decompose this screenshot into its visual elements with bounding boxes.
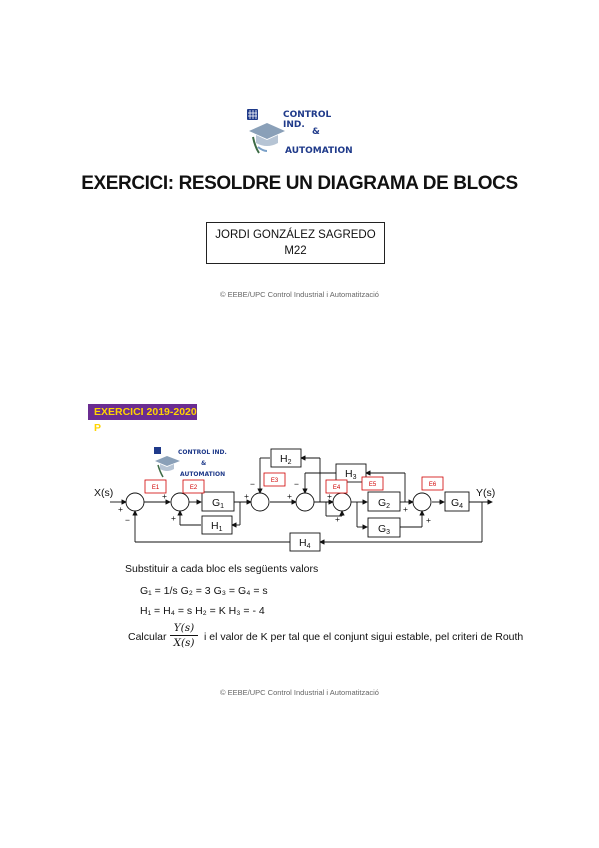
summing-junction-6 xyxy=(412,492,432,512)
block-h2-subscript: 2 xyxy=(288,459,292,466)
graduation-cap-icon xyxy=(247,109,285,154)
summing-junction-3 xyxy=(250,492,270,512)
page-title: EXERCICI: RESOLDRE UN DIAGRAMA DE BLOCS xyxy=(81,173,518,194)
sign: − xyxy=(294,479,299,489)
error-label-e3 xyxy=(263,472,286,487)
sign: − xyxy=(125,515,130,525)
error-label-e2-text: E2 xyxy=(190,485,198,491)
block-h4-subscript: 4 xyxy=(307,543,311,550)
sign: + xyxy=(327,491,332,501)
diagram-logo: CONTROL IND. & AUTOMATION xyxy=(153,446,228,481)
output-label: Y(s) xyxy=(476,487,495,499)
error-label-e5 xyxy=(361,476,384,491)
sign: + xyxy=(162,491,167,501)
block-g1-subscript: 1 xyxy=(220,503,224,510)
block-diagram: E1 E2 E3 E4 E5 E6 G1 G2 G3 G4 H1 H2 H3 H… xyxy=(94,448,495,552)
footer-copyright: © EEBE/UPC Control Industrial i Automati… xyxy=(220,688,379,697)
sign: + xyxy=(335,514,340,524)
fraction-denominator: X(s) xyxy=(173,637,195,649)
error-label-e6 xyxy=(421,476,444,491)
block-h3-label: H xyxy=(345,468,353,480)
svg-text:H2: H2 xyxy=(280,453,292,466)
sign: + xyxy=(287,491,292,501)
error-label-e6-text: E6 xyxy=(429,482,437,488)
block-h1-label: H xyxy=(211,520,219,532)
sign: + xyxy=(244,491,249,501)
svg-text:G3: G3 xyxy=(378,523,390,536)
block-g4-subscript: 4 xyxy=(459,503,463,510)
error-label-e1 xyxy=(144,479,167,494)
summing-junction-4 xyxy=(295,492,315,512)
block-h4 xyxy=(289,532,321,552)
sign: + xyxy=(426,515,431,525)
block-h2 xyxy=(270,448,302,468)
logo-line3: AUTOMATION xyxy=(285,146,353,156)
diagram-logo-line3: AUTOMATION xyxy=(180,471,226,478)
logo-line2: & xyxy=(312,127,320,137)
sign: + xyxy=(171,513,176,523)
logo-line1: CONTROL IND. xyxy=(283,110,332,130)
block-h3-subscript: 3 xyxy=(353,474,357,481)
block-h1-subscript: 1 xyxy=(219,526,223,533)
svg-text:H1: H1 xyxy=(211,520,223,533)
diagram-logo-line1: CONTROL IND. xyxy=(178,449,227,456)
error-label-e1-text: E1 xyxy=(152,485,160,491)
block-g3-subscript: 3 xyxy=(386,529,390,536)
values-line-2: H₁ = H₄ = s H₂ = K H₃ = - 4 xyxy=(140,605,265,617)
summing-junction-5 xyxy=(332,492,352,512)
svg-text:G1: G1 xyxy=(212,497,224,510)
error-label-e2 xyxy=(182,479,205,494)
sign: + xyxy=(118,504,123,514)
block-g4-label: G xyxy=(451,497,459,509)
block-h3 xyxy=(335,463,367,483)
graduation-cap-icon xyxy=(154,447,180,478)
transfer-fraction: Y(s) X(s) xyxy=(170,622,198,650)
calc-prefix: Calcular xyxy=(128,631,167,643)
sign: − xyxy=(250,479,255,489)
svg-text:H4: H4 xyxy=(299,537,311,550)
author-box: JORDI GONZÁLEZ SAGREDO M22 xyxy=(206,222,385,264)
error-label-e5-text: E5 xyxy=(369,482,377,488)
header-copyright: © EEBE/UPC Control Industrial i Automati… xyxy=(220,290,379,299)
block-g2 xyxy=(367,491,401,512)
svg-text:G4: G4 xyxy=(451,497,463,510)
error-label-e3-text: E3 xyxy=(271,478,279,484)
block-g3-label: G xyxy=(378,523,386,535)
error-label-e4-text: E4 xyxy=(333,485,341,491)
instruction-text: Substituir a cada bloc els següents valo… xyxy=(125,563,319,575)
svg-text:H3: H3 xyxy=(345,468,357,481)
block-h4-label: H xyxy=(299,537,307,549)
block-g4 xyxy=(444,491,470,512)
block-g2-label: G xyxy=(378,497,386,509)
summing-junction-2 xyxy=(170,492,190,512)
error-label-e4 xyxy=(325,479,348,494)
fraction-numerator: Y(s) xyxy=(170,622,198,636)
block-g1-label: G xyxy=(212,497,220,509)
block-g2-subscript: 2 xyxy=(386,503,390,510)
exercise-banner: EXERCICI 2019-2020 P xyxy=(88,404,197,434)
block-h2-label: H xyxy=(280,453,288,465)
calc-suffix: i el valor de K per tal que el conjunt s… xyxy=(204,631,524,643)
values-line-1: G₁ = 1/s G₂ = 3 G₃ = G₄ = s xyxy=(140,585,268,597)
block-h1 xyxy=(201,515,233,535)
diagram-logo-line2: & xyxy=(201,460,207,467)
svg-text:G2: G2 xyxy=(378,497,390,510)
input-label: X(s) xyxy=(94,487,113,499)
author-name: JORDI GONZÁLEZ SAGREDO xyxy=(215,229,376,241)
block-g3 xyxy=(367,517,401,538)
sign: + xyxy=(403,504,408,514)
logo: CONTROL IND. & AUTOMATION xyxy=(245,105,355,160)
block-g1 xyxy=(201,491,235,512)
module-code: M22 xyxy=(284,245,307,257)
summing-junction-1 xyxy=(125,492,145,512)
